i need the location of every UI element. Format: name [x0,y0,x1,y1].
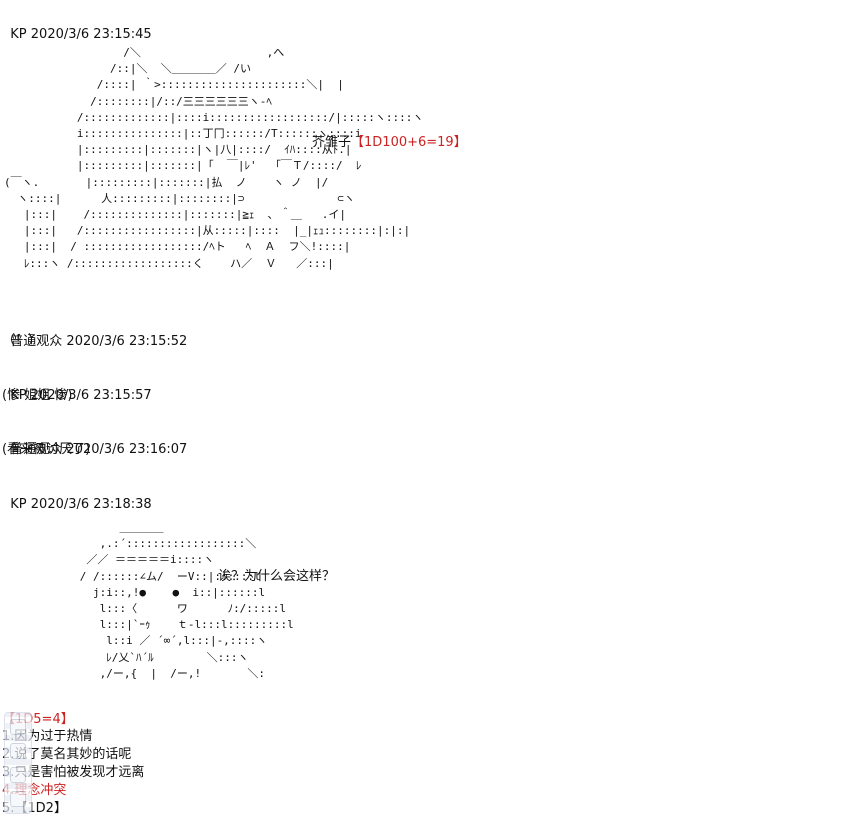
art-caption: 芥雏子【1D100+6=19】 [312,134,467,151]
ascii-art-line: l::i ／ ´∞´,l:::|-,::::ヽ [40,634,268,648]
post-author: 普通观众 [10,442,63,457]
post-author: 普通观众 [10,334,63,349]
ascii-art-line: /::::::::|/::/三三三三三三ヽ-ﾍ [4,94,272,108]
post-author: KP [10,388,27,403]
post-time: 2020/3/6 23:15:52 [66,334,188,349]
ascii-art-line: ,.:´::::::::::::::::::＼ [40,537,257,551]
ascii-art-line: i:::::::::::::::|::丁冂::::::/T::::::ヽ::::… [4,127,362,141]
ascii-art-line: ,/ー,{ | /ー,! ＼: [40,666,266,680]
post-time: 2020/3/6 23:15:57 [30,388,152,403]
ascii-art-line: ＿＿＿＿ [40,521,164,534]
post-body: （！） [2,333,42,348]
ascii-art-line: l:::〈 ワ ﾉ:/:::::l [40,602,287,616]
ascii-art-line: /::|＼ ＼＿＿＿＿／ /い [4,62,251,76]
post-time: 2020/3/6 23:15:45 [30,27,152,42]
post-header: KP 2020/3/6 23:15:45 [2,9,152,43]
list-item: 2.说了莫名其妙的话呢 [2,747,132,762]
post-author: KP [10,27,27,42]
ascii-art-line: |:::| /::::::::::::::|:::::::|≧ｪ ､ ＾＿ .イ… [4,208,347,222]
post-header: 普通观众 2020/3/6 23:16:07 [2,424,187,458]
ascii-art-line: l:::|`ｰｩ ｔ-l:::l:::::::::l [40,618,294,632]
post-body: (惨 姐姐 惨) [2,388,73,403]
ascii-art-line: |:::| /:::::::::::::::::|从:::::|:::: |_|… [4,224,411,238]
ascii-art-line: /＼ ,へ [4,46,285,59]
ascii-art-line: ／／ ＝＝＝＝＝i::::ヽ [40,553,215,567]
speech-text: 诶？为什么会这样？ [218,569,336,584]
ascii-art-cat-girl: /＼ ,へ /::|＼ ＼＿＿＿＿／ /い /::::| ｀>:::::::::… [4,45,423,272]
ascii-art-line: ﾚ:::ヽ /::::::::::::::::::く ハ／ Ｖ ／:::| [4,256,334,270]
dice-roll: 【1D100+6=19】 [351,135,467,150]
list-item: 3.只是害怕被发现才远离 [2,765,145,780]
ascii-art-girl: ＿＿＿＿ ,.:´::::::::::::::::::＼ ／／ ＝＝＝＝＝i::… [40,520,294,682]
speaker-name: 芥雏子 [312,135,352,150]
ascii-art-line: |:::::::::|:::::::|「 ￣|ﾚ' 「￣Ｔ/::::/ ﾚ [4,159,362,173]
watermark-logo [4,712,32,814]
ascii-art-line: |:::| / ::::::::::::::::::/ﾍト ﾍ Ａ フ＼!:::… [4,240,351,254]
ascii-art-line: (￣ヽ. |:::::::::|:::::::|払 ノ ヽ ノ |/ [4,175,329,189]
post-header: KP 2020/3/6 23:18:38 [2,479,152,513]
post-time: 2020/3/6 23:16:07 [66,442,188,457]
ascii-art-line: /::::| ｀>::::::::::::::::::::::＼| | [4,78,344,92]
ascii-art-line: /:::::::::::::|::::i::::::::::::::::::/|… [4,110,424,124]
post-time: 2020/3/6 23:18:38 [30,497,152,512]
ascii-art-line: j:i::,!● ● i::|::::::l [40,585,266,599]
ascii-art-line: ヽ::::| 人:::::::::|::::::::|⊃ ⊂ヽ [4,191,355,205]
ascii-art-line: ﾚ/乂`ﾊ´ﾙ ＼:::ヽ [40,650,249,664]
post-author: KP [10,497,27,512]
post-header: KP 2020/3/6 23:15:57 [2,370,152,404]
post-body: (看来被讨厌了) [2,442,91,457]
ascii-art-line: |:::::::::|:::::::|ヽ|八|::::/ ｲﾊ::::从ﾄ.| [4,143,352,157]
ascii-art-line: / /::::::∠ム/ ーV::|::::::l [40,569,261,583]
post-header: 普通观众 2020/3/6 23:15:52 [2,316,187,350]
